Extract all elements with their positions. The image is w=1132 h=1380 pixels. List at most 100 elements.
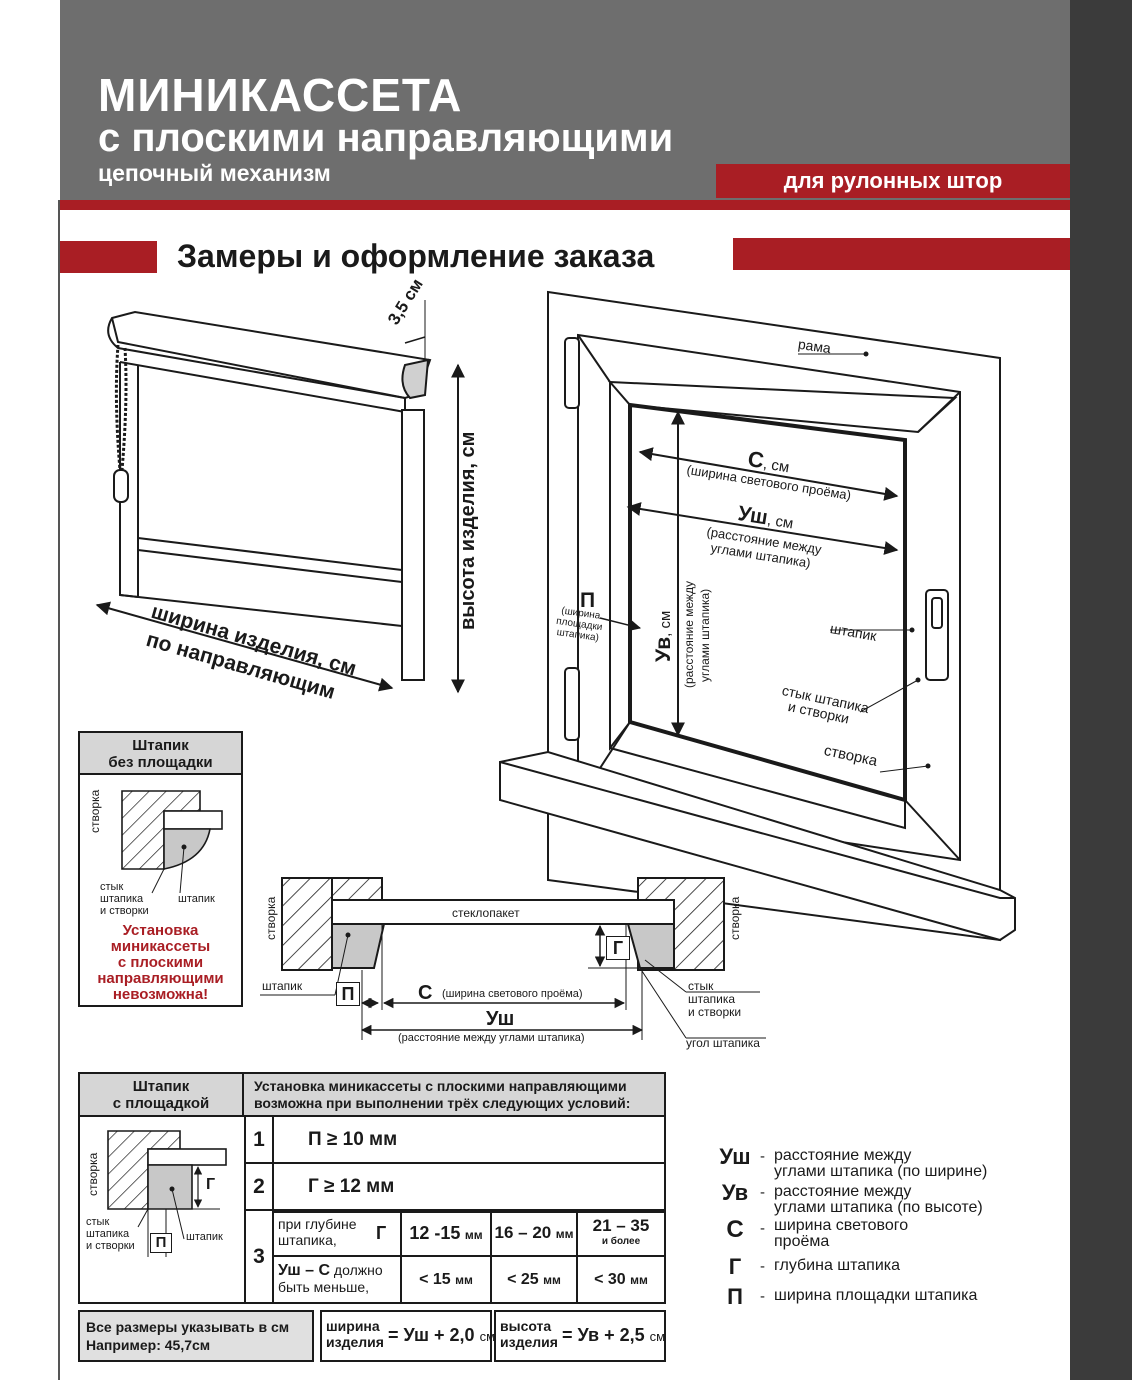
- condition-text: Г ≥ 12 мм: [308, 1176, 395, 1197]
- legend-line: расстояние между: [774, 1147, 912, 1164]
- page-title: МИНИКАССЕТА: [98, 69, 463, 121]
- formula-expr: = Ув + 2,5: [562, 1325, 645, 1345]
- diff-cell-1: < 15 мм: [402, 1257, 492, 1302]
- diff-label-cell: Уш – С должно быть меньше,: [274, 1257, 402, 1302]
- warning-line: направляющими: [97, 970, 224, 987]
- c-unit: , см: [761, 455, 791, 477]
- no-platform-sash-label: створка: [88, 789, 102, 833]
- formula-label-line: ширина: [326, 1318, 380, 1334]
- conditions-header: Установка миникассеты с плоскими направл…: [244, 1074, 664, 1117]
- diff-word: должно: [333, 1262, 383, 1278]
- section-bar-right: [733, 238, 1070, 270]
- depth-value: 16 – 20: [494, 1223, 552, 1242]
- legend-line: ширина светового: [774, 1217, 909, 1234]
- diff-unit: мм: [455, 1273, 473, 1287]
- legend-row: П - ширина площадки штапика: [712, 1284, 1052, 1314]
- platform-title-line: с площадкой: [112, 1095, 210, 1112]
- depth-cell-3: 21 – 35 и более: [578, 1211, 664, 1257]
- section-corner-label: угол штапика: [686, 1036, 760, 1050]
- condition-number: 1: [246, 1117, 274, 1162]
- diff-value: < 25: [507, 1271, 539, 1288]
- legend-row: Г - глубина штапика: [712, 1254, 1052, 1284]
- width-formula-box: ширина изделия = Уш + 2,0 см: [320, 1310, 495, 1362]
- diff-cell-3: < 30 мм: [578, 1257, 664, 1302]
- diff-label-line: быть меньше,: [278, 1279, 370, 1295]
- legend-row: С - ширина светового проёма: [712, 1216, 1052, 1254]
- mechanism-subtitle: цепочный механизм: [98, 160, 331, 186]
- legend-row: Уш - расстояние между углами штапика (по…: [712, 1144, 1052, 1180]
- legend-symbol: П: [727, 1284, 743, 1309]
- width-formula-label: ширина изделия: [326, 1318, 384, 1350]
- depth-unit: мм: [464, 1228, 483, 1242]
- depth-sub: и более: [601, 1236, 641, 1247]
- platform-joint-label: стык штапика и створки: [86, 1216, 135, 1252]
- height-formula-box: высота изделия = Ув + 2,5 см: [494, 1310, 666, 1362]
- condition-number: 2: [246, 1164, 274, 1209]
- no-platform-box: Штапик без площадки створка стык штапика…: [78, 731, 243, 1007]
- legend-dash: -: [760, 1220, 765, 1237]
- legend-symbol: Г: [728, 1254, 742, 1279]
- ush-unit: , см: [765, 511, 795, 533]
- section-c-desc: (ширина светового проёма): [442, 988, 583, 1000]
- formula-unit: см: [479, 1329, 496, 1344]
- joint-line: и створки: [688, 1005, 742, 1019]
- depth-unit: мм: [555, 1227, 574, 1241]
- legend-symbol: С: [726, 1216, 744, 1243]
- no-platform-title-line: без площадки: [108, 754, 213, 771]
- legend-text: расстояние между углами штапика (по шири…: [774, 1148, 987, 1180]
- section-g-label: Г: [606, 936, 630, 960]
- diff-unit: мм: [543, 1273, 561, 1287]
- width-formula-value: = Уш + 2,0 см: [388, 1325, 495, 1346]
- depth-g-symbol: Г: [376, 1223, 387, 1243]
- section-title: Замеры и оформление заказа: [177, 238, 655, 274]
- legend-line: ширина площадки штапика: [774, 1287, 978, 1304]
- conditions-divider: [244, 1117, 246, 1302]
- legend-line: проёма: [774, 1233, 830, 1250]
- legend-line: углами штапика (по высоте): [774, 1199, 983, 1216]
- diff-unit: мм: [630, 1273, 648, 1287]
- no-platform-warning: Установка миникассеты с плоскими направл…: [80, 923, 241, 1003]
- ush-symbol: Уш: [736, 502, 770, 530]
- uv-unit: , см: [657, 610, 674, 637]
- platform-title: Штапик с площадкой: [80, 1074, 244, 1117]
- warning-line: Установка: [122, 922, 199, 939]
- condition-row-2: 2 Г ≥ 12 мм: [246, 1164, 664, 1211]
- joint-line: и створки: [86, 1240, 135, 1252]
- formula-expr: = Уш + 2,0: [388, 1325, 475, 1345]
- platform-shtapik-label: штапик: [186, 1231, 223, 1243]
- diff-cell-2: < 25 мм: [492, 1257, 578, 1302]
- condition-row-3: 3 при глубине штапика, Г 12 -15 мм 16 – …: [246, 1211, 664, 1302]
- joint-line: штапика: [86, 1228, 130, 1240]
- warning-line: невозможна!: [112, 986, 209, 1003]
- section-bar-left: [60, 241, 157, 273]
- uv-desc-1: (расстояние между: [682, 580, 696, 688]
- platform-p-label: П: [150, 1233, 172, 1253]
- legend-text: ширина светового проёма: [774, 1218, 908, 1250]
- formula-label-line: изделия: [326, 1334, 384, 1350]
- no-platform-title: Штапик без площадки: [80, 733, 241, 775]
- height-formula-value: = Ув + 2,5 см: [562, 1325, 665, 1346]
- platform-title-line: Штапик: [132, 1078, 190, 1095]
- formula-label-line: изделия: [500, 1334, 558, 1350]
- depth-label-line: штапика,: [278, 1232, 337, 1248]
- platform-drawing: [107, 1130, 227, 1257]
- section-shtapik-label: штапик: [262, 979, 303, 993]
- no-platform-drawing: [121, 790, 223, 894]
- uv-symbol: Ув: [652, 636, 675, 662]
- section-ush-label: Уш: [486, 1008, 515, 1030]
- platform-g-label: Г: [206, 1176, 216, 1193]
- joint-line: стык: [100, 881, 124, 893]
- no-platform-shtapik-label: штапик: [178, 893, 215, 905]
- depth-value: 21 – 35: [592, 1216, 650, 1235]
- section-joint-label: стык штапика и створки: [688, 980, 741, 1019]
- conditions-header-line: возможна при выполнении трёх следующих у…: [254, 1095, 631, 1111]
- legend: Уш - расстояние между углами штапика (по…: [712, 1144, 1052, 1314]
- legend-text: глубина штапика: [774, 1258, 900, 1274]
- no-platform-joint-label: стык штапика и створки: [100, 881, 149, 917]
- p-label: П: [580, 589, 596, 612]
- legend-row: Ув - расстояние между углами штапика (по…: [712, 1180, 1052, 1216]
- legend-dash: -: [760, 1148, 765, 1165]
- p-desc: (ширина площадки штапика): [554, 605, 605, 644]
- section-sash-left: створка: [264, 896, 278, 940]
